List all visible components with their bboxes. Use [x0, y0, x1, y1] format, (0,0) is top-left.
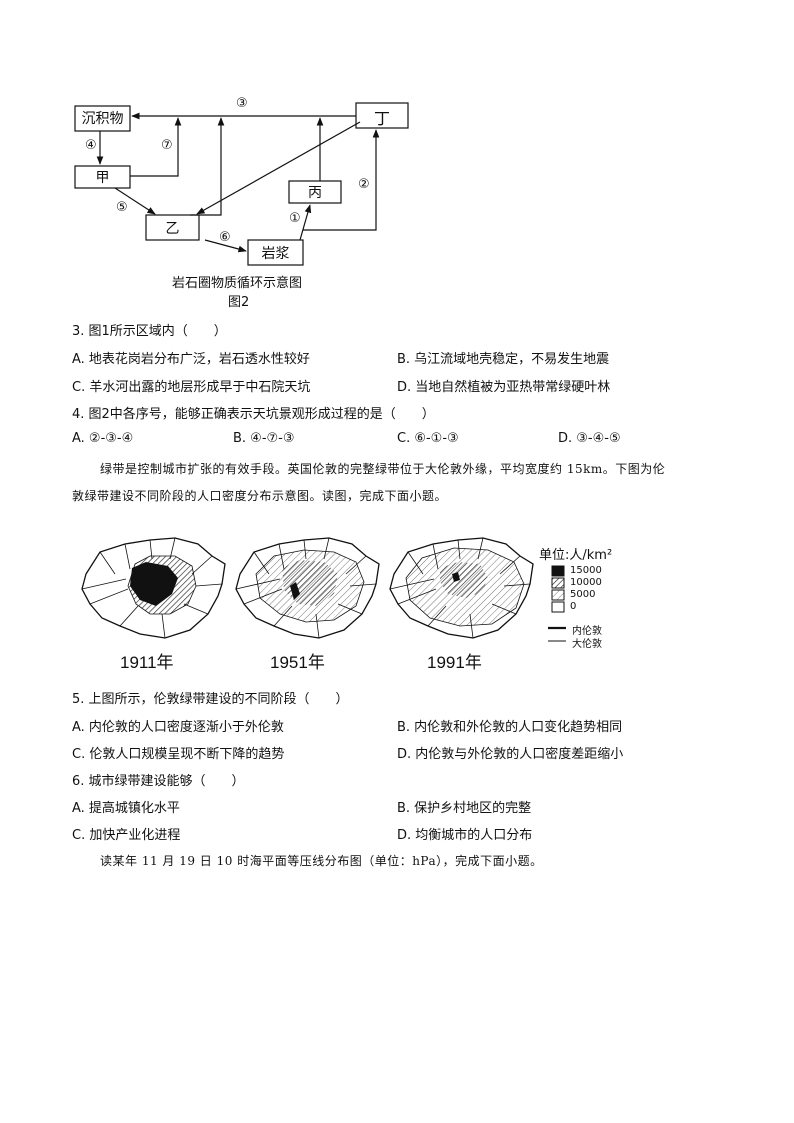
map-1991	[389, 537, 534, 639]
map-year-1951: 1951年	[270, 653, 325, 672]
q3-option-d[interactable]: D. 当地自然植被为亚热带常绿硬叶林	[397, 380, 611, 395]
q4-option-d[interactable]: D. ③-④-⑤	[558, 431, 621, 446]
arrow-label-6: ⑥	[219, 230, 231, 245]
map-1911	[81, 537, 226, 639]
arrow-7	[130, 117, 182, 177]
box-bing-label: 丙	[308, 185, 322, 201]
map-1951	[235, 537, 380, 639]
box-ding-label: 丁	[373, 109, 390, 128]
map-year-1911: 1911年	[120, 653, 174, 672]
q6-stem: 6. 城市绿带建设能够（ ）	[72, 774, 245, 789]
arrow-label-3: ③	[236, 96, 248, 111]
q4-stem: 4. 图2中各序号，能够正确表示天坑景观形成过程的是（ ）	[72, 407, 435, 422]
figure2-label: 图2	[228, 295, 250, 310]
arrow-yi-up	[190, 117, 225, 216]
q5-option-b[interactable]: B. 内伦敦和外伦敦的人口变化趋势相同	[397, 720, 623, 735]
arrow-ding-yi	[196, 121, 361, 215]
map-legend	[548, 565, 566, 642]
q5-option-c[interactable]: C. 伦敦人口规模呈现不断下降的趋势	[72, 747, 285, 762]
box-magma-label: 岩浆	[261, 246, 290, 262]
arrow-1	[299, 204, 312, 241]
arrow-label-1: ①	[289, 211, 301, 226]
q5-option-a[interactable]: A. 内伦敦的人口密度逐渐小于外伦敦	[72, 720, 284, 735]
box-sediment	[74, 105, 131, 132]
q3-option-c[interactable]: C. 羊水河出露的地层形成早于中石院天坑	[72, 380, 311, 395]
arrow-5	[114, 187, 156, 215]
arrow-label-2: ②	[358, 177, 370, 192]
q3-stem: 3. 图1所示区域内（ ）	[72, 324, 227, 339]
arrow-6	[204, 239, 247, 253]
legend-label-inner-london: 内伦敦	[572, 626, 602, 637]
q4-option-b[interactable]: B. ④-⑦-③	[233, 431, 295, 446]
box-jia	[74, 165, 131, 189]
q5-option-d[interactable]: D. 内伦敦与外伦敦的人口密度差距缩小	[397, 747, 624, 762]
arrow-label-7: ⑦	[161, 138, 173, 153]
box-yi	[145, 214, 200, 241]
arrow-label-4: ④	[85, 138, 97, 153]
q4-option-c[interactable]: C. ⑥-①-③	[397, 431, 459, 446]
box-yi-label: 乙	[165, 221, 180, 237]
legend-swatch-0	[551, 601, 565, 613]
legend-label-10000: 10000	[570, 577, 602, 588]
q3-option-b[interactable]: B. 乌江流域地壳稳定，不易发生地震	[397, 352, 610, 367]
legend-label-0: 0	[570, 601, 577, 612]
box-bing	[288, 180, 342, 204]
q3-option-a[interactable]: A. 地表花岗岩分布广泛，岩石透水性较好	[72, 352, 310, 367]
q6-option-b[interactable]: B. 保护乡村地区的完整	[397, 801, 532, 816]
q6-option-d[interactable]: D. 均衡城市的人口分布	[397, 828, 533, 843]
rock-cycle-diagram	[74, 102, 409, 266]
box-sediment-label: 沉积物	[81, 111, 124, 127]
legend-label-greater-london: 大伦敦	[572, 639, 602, 650]
legend-title: 单位:人/km²	[539, 548, 613, 563]
legend-label-15000: 15000	[570, 565, 602, 576]
box-magma	[247, 239, 304, 266]
intro2-line1: 读某年 11 月 19 日 10 时海平面等压线分布图（单位：hPa），完成下面…	[100, 854, 543, 868]
q6-option-a[interactable]: A. 提高城镇化水平	[72, 801, 180, 816]
intro1-line1: 绿带是控制城市扩张的有效手段。英国伦敦的完整绿带位于大伦敦外缘，平均宽度约 15…	[100, 462, 666, 476]
arrow-label-5: ⑤	[116, 200, 128, 215]
q5-stem: 5. 上图所示，伦敦绿带建设的不同阶段（ ）	[72, 692, 349, 707]
arrow-2	[303, 129, 380, 231]
legend-label-5000: 5000	[570, 589, 596, 600]
intro1-line2: 敦绿带建设不同阶段的人口密度分布示意图。读图，完成下面小题。	[72, 489, 448, 503]
q6-option-c[interactable]: C. 加快产业化进程	[72, 828, 181, 843]
legend-swatch-10000	[551, 577, 565, 589]
box-jia-label: 甲	[95, 170, 110, 186]
legend-swatch-15000	[551, 565, 565, 577]
q4-option-a[interactable]: A. ②-③-④	[72, 431, 134, 446]
map-year-1991: 1991年	[427, 653, 482, 672]
figure2-caption: 岩石圈物质循环示意图	[172, 276, 303, 291]
london-density-maps	[81, 537, 566, 642]
legend-swatch-5000	[551, 589, 565, 601]
